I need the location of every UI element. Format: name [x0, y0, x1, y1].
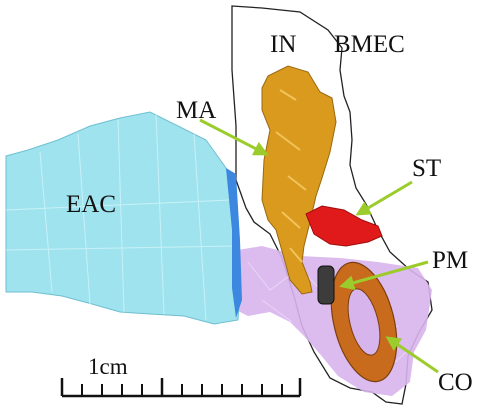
label-st: ST [412, 155, 441, 182]
st-arrow [358, 182, 412, 214]
label-eac: EAC [66, 191, 116, 218]
label-co: CO [438, 369, 473, 396]
permanent-magnet [318, 266, 334, 304]
label-ma: MA [176, 97, 216, 124]
label-bmec: BMEC [334, 31, 405, 58]
label-in: IN [270, 31, 296, 58]
label-scale: 1cm [88, 354, 128, 379]
scale-bar [62, 378, 300, 396]
label-pm: PM [432, 247, 468, 274]
